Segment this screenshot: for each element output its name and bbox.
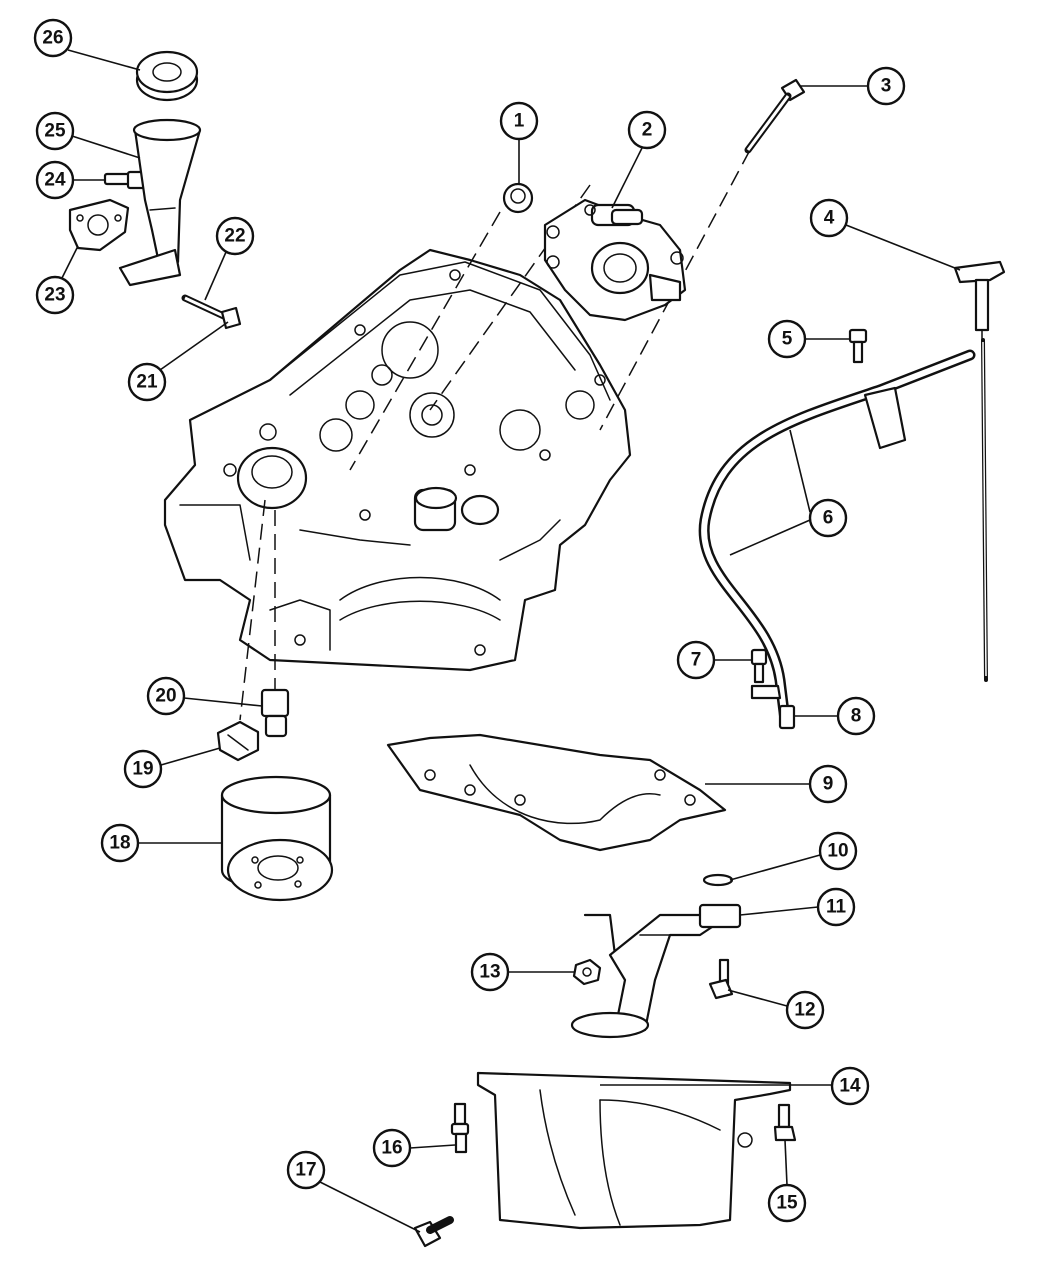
- callout-16-label: 16: [381, 1138, 402, 1159]
- callout-12-label: 12: [794, 1000, 815, 1021]
- callout-21-label: 21: [136, 372, 158, 393]
- callout-13-label: 13: [479, 962, 500, 983]
- part-5-bolt: [848, 328, 868, 364]
- callout-24-label: 24: [44, 170, 66, 191]
- part-16-stud: [450, 1102, 470, 1154]
- part-19-adapter: [216, 720, 260, 762]
- callout-5-label: 5: [782, 329, 793, 350]
- callout-17-label: 17: [295, 1160, 316, 1181]
- callout-12[interactable]: 12: [727, 989, 825, 1030]
- callout-14[interactable]: 14: [600, 1066, 870, 1106]
- part-17-bolt: [413, 1216, 454, 1248]
- callout-18[interactable]: 18: [100, 823, 222, 863]
- part-1-plug: [502, 182, 534, 214]
- callout-9[interactable]: 9: [705, 764, 848, 804]
- callout-20-label: 20: [155, 686, 176, 707]
- callout-5[interactable]: 5: [767, 319, 850, 359]
- callout-10-label: 10: [827, 841, 848, 862]
- callout-22-label: 22: [224, 226, 245, 247]
- callout-11-label: 11: [826, 897, 847, 918]
- callout-25[interactable]: 25: [35, 111, 141, 159]
- part-10-o-ring: [702, 873, 734, 887]
- callout-23-label: 23: [44, 285, 65, 306]
- callout-15-label: 15: [776, 1193, 798, 1214]
- callout-2[interactable]: 2: [611, 110, 667, 209]
- part-7-bolt: [750, 648, 782, 700]
- part-12-bolt: [708, 958, 734, 1000]
- callout-26-label: 26: [42, 28, 63, 49]
- callout-20[interactable]: 20: [146, 676, 263, 716]
- part-20-fitting: [260, 688, 290, 738]
- part-2-oil-pump: [543, 198, 687, 322]
- callout-8[interactable]: 8: [795, 696, 876, 736]
- callout-24[interactable]: 24: [35, 160, 105, 200]
- part-6-dipstick-tube: [698, 349, 976, 726]
- part-4-dipstick: [953, 260, 1006, 682]
- callout-13[interactable]: 13: [470, 952, 574, 992]
- callout-26[interactable]: 26: [33, 18, 141, 71]
- callout-4-label: 4: [824, 208, 835, 229]
- callout-19-label: 19: [132, 759, 153, 780]
- callout-16[interactable]: 16: [372, 1128, 456, 1168]
- part-14-oil-pan: [476, 1071, 792, 1230]
- callout-2-label: 2: [642, 120, 653, 141]
- callout-25-label: 25: [44, 121, 66, 142]
- callout-1-label: 1: [514, 111, 525, 132]
- part-23-gasket: [68, 198, 130, 252]
- part-18-oil-filter: [220, 775, 334, 902]
- callout-15[interactable]: 15: [767, 1139, 807, 1223]
- callout-17[interactable]: 17: [286, 1150, 421, 1233]
- callout-7-label: 7: [691, 650, 702, 671]
- callout-layer: 1 2 3 4 5 6: [33, 18, 961, 1233]
- callout-19[interactable]: 19: [123, 747, 221, 789]
- part-3-bolt: [744, 78, 806, 154]
- part-26-filler-cap: [135, 50, 199, 102]
- callout-23[interactable]: 23: [35, 245, 79, 315]
- callout-1[interactable]: 1: [499, 101, 539, 185]
- callout-6-label: 6: [823, 508, 834, 529]
- part-13-nut: [572, 958, 602, 986]
- callout-3-label: 3: [881, 76, 892, 97]
- callout-4[interactable]: 4: [809, 198, 961, 271]
- callout-10[interactable]: 10: [729, 831, 858, 881]
- callout-9-label: 9: [823, 774, 834, 795]
- part-15-bolt: [773, 1103, 797, 1142]
- callout-3[interactable]: 3: [800, 66, 906, 106]
- callout-14-label: 14: [839, 1076, 861, 1097]
- part-24-sensor: [103, 170, 148, 190]
- part-8-tube-end: [778, 704, 796, 730]
- part-9-windage-tray: [386, 733, 727, 852]
- callout-22[interactable]: 22: [204, 216, 255, 301]
- callout-21[interactable]: 21: [127, 321, 229, 402]
- callout-6[interactable]: 6: [729, 429, 848, 556]
- engine-block: [163, 248, 632, 672]
- callout-11[interactable]: 11: [739, 887, 856, 927]
- callout-8-label: 8: [851, 706, 862, 727]
- callout-7[interactable]: 7: [676, 640, 752, 680]
- part-11-pickup-tube: [570, 903, 742, 1039]
- part-25-filler-tube: [118, 118, 202, 287]
- part-22-bolt: [181, 294, 242, 330]
- callout-18-label: 18: [109, 833, 130, 854]
